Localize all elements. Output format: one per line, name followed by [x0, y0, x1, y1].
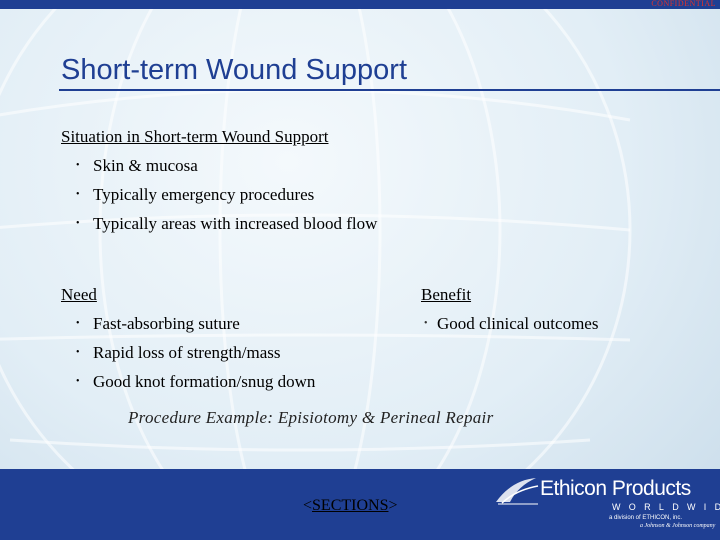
ethicon-logo: Ethicon Products WORLDWIDE a division of… — [494, 476, 720, 530]
logo-subtitle: WORLDWIDE — [612, 502, 720, 512]
logo-name: Ethicon Products — [540, 477, 691, 500]
list-item: •Typically areas with increased blood fl… — [61, 209, 377, 238]
slide-title: Short-term Wound Support — [61, 54, 408, 86]
list-item: •Skin & mucosa — [61, 151, 377, 180]
benefit-list: •Good clinical outcomes — [421, 309, 598, 338]
footer-bar: Ethicon Products WORLDWIDE a division of… — [0, 469, 720, 540]
situation-list: •Skin & mucosa •Typically emergency proc… — [61, 151, 377, 238]
sections-nav: <SECTIONS> — [303, 497, 398, 514]
need-list: •Fast-absorbing suture •Rapid loss of st… — [61, 309, 315, 396]
need-heading: Need — [61, 285, 97, 304]
ethicon-swoosh-icon — [496, 478, 539, 505]
bullet-icon: • — [76, 347, 80, 358]
title-underline — [59, 89, 720, 91]
logo-division: a division of ETHICON, inc. — [609, 515, 683, 521]
list-item: •Fast-absorbing suture — [61, 309, 315, 338]
bullet-icon: • — [76, 318, 80, 329]
top-bar: CONFIDENTIAL — [0, 0, 720, 9]
list-item: •Rapid loss of strength/mass — [61, 338, 315, 367]
list-item: •Good knot formation/snug down — [61, 367, 315, 396]
bullet-icon: • — [424, 318, 428, 329]
procedure-example: Procedure Example: Episiotomy & Perineal… — [128, 408, 494, 427]
list-item: •Typically emergency procedures — [61, 180, 377, 209]
logo-parent: a Johnson & Johnson company — [640, 523, 716, 529]
situation-heading: Situation in Short-term Wound Support — [61, 127, 329, 146]
confidential-label: CONFIDENTIAL — [651, 0, 716, 8]
benefit-heading: Benefit — [421, 285, 472, 304]
bullet-icon: • — [76, 218, 80, 229]
sections-link[interactable]: SECTIONS — [312, 497, 389, 514]
list-item: •Good clinical outcomes — [421, 309, 598, 338]
bullet-icon: • — [76, 189, 80, 200]
bullet-icon: • — [76, 160, 80, 171]
bullet-icon: • — [76, 376, 80, 387]
